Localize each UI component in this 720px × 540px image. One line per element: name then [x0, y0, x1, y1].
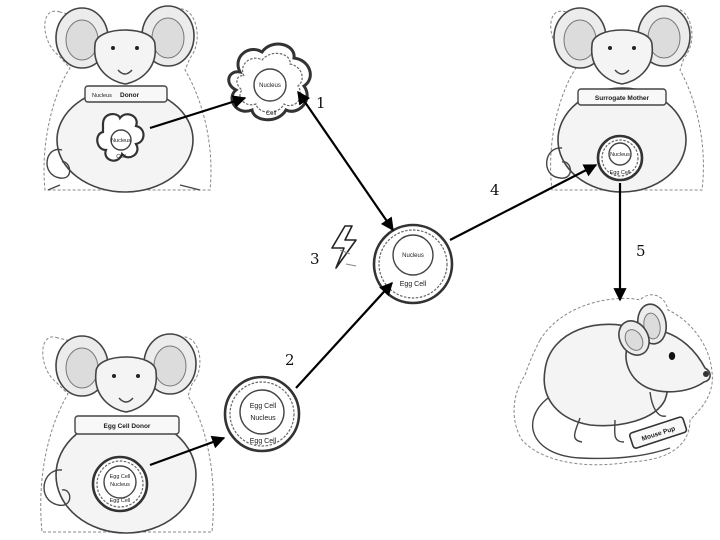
- egg-cell-label: Egg Cell: [250, 403, 277, 410]
- egg-cell-donor-mouse: Egg Cell Donor Egg Cell Nucleus Egg Cell: [40, 333, 214, 534]
- eye: [135, 46, 139, 50]
- step-number-5: 5: [636, 242, 646, 260]
- arrow-step-1: [297, 90, 394, 232]
- eye: [632, 46, 636, 50]
- cell-nucleus-label: Nucleus: [111, 138, 131, 144]
- step-number-4: 4: [490, 181, 500, 199]
- nucleus-label: Nucleus: [610, 152, 630, 158]
- arrow-step-4: [449, 164, 598, 241]
- lightning-bolt-icon: [331, 225, 357, 269]
- extracted-egg-cell: Egg Cell Nucleus Egg Cell: [223, 375, 301, 453]
- banner-label: Surrogate Mother: [595, 95, 650, 102]
- nucleus-label: Nucleus: [110, 482, 130, 488]
- nucleus-label: Nucleus: [250, 415, 276, 422]
- nose: [703, 371, 709, 377]
- step-number-3: 3: [310, 250, 320, 268]
- mouse-pup: Mouse Pup: [513, 294, 713, 466]
- nucleus-label: Nucleus: [402, 253, 424, 259]
- extracted-cell: Nucleus Cell: [227, 42, 312, 122]
- banner-label: Donor: [120, 92, 140, 99]
- step-number-2: 2: [285, 351, 295, 369]
- fused-egg-cell: Nucleus Egg Cell: [372, 223, 454, 305]
- arrow-egg-donor-to-egg: [149, 435, 226, 467]
- egg-cell-label: Egg Cell: [110, 498, 131, 504]
- eye: [668, 352, 676, 360]
- nucleus-donor-mouse: Nucleus Donor Nucleus Cell: [43, 5, 212, 193]
- step-number-1: 1: [316, 94, 326, 112]
- banner-label: Egg Cell Donor: [104, 423, 151, 430]
- egg-cell-label: Egg Cell: [110, 474, 131, 480]
- eye: [136, 374, 140, 378]
- egg-cell-label: Egg Cell: [250, 438, 277, 445]
- banner-label-small: Nucleus: [92, 93, 112, 99]
- arrow-step-2: [295, 282, 393, 389]
- arrow-donor-to-cell: [149, 95, 247, 130]
- eye: [112, 374, 116, 378]
- cell-label: Cell: [116, 154, 125, 160]
- cell-nucleus-label: Nucleus: [259, 83, 281, 89]
- eye: [111, 46, 115, 50]
- egg-cell-label: Egg Cell: [610, 170, 631, 176]
- surrogate-mother-mouse: Surrogate Mother Nucleus Egg Cell: [545, 5, 704, 193]
- egg-cell-label: Egg Cell: [400, 281, 427, 288]
- cell-label: Cell: [266, 111, 276, 117]
- eye: [608, 46, 612, 50]
